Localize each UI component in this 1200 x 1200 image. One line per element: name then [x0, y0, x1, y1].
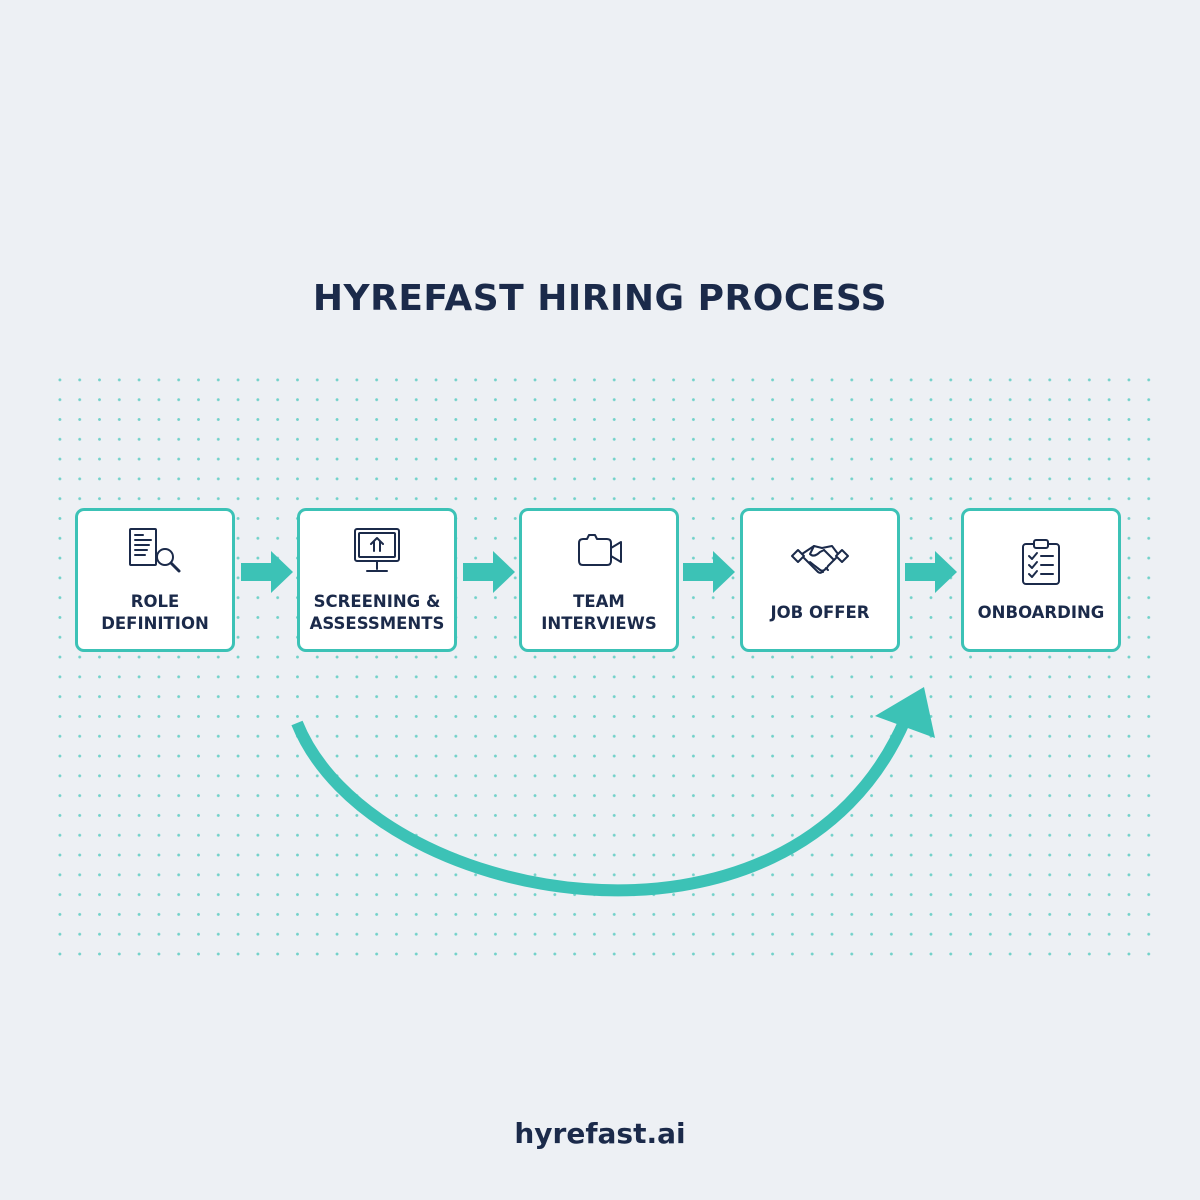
- step-label: TEAM INTERVIEWS: [541, 592, 657, 633]
- monitor-assessment-icon: [354, 528, 400, 572]
- step-label: ONBOARDING: [977, 603, 1105, 622]
- connector-arrow-1: [241, 551, 293, 593]
- step-screening-assessments: SCREENING & ASSESSMENTS: [297, 508, 457, 652]
- connector-arrow-3: [683, 551, 735, 593]
- step-label: JOB OFFER: [770, 603, 870, 622]
- page-title: HYREFAST HIRING PROCESS: [312, 278, 888, 319]
- step-role-definition: ROLE DEFINITION: [75, 508, 235, 652]
- dot-grid-background: [50, 370, 1160, 960]
- footer-brand: hyrefast.ai: [514, 1117, 686, 1150]
- handshake-icon: [791, 545, 849, 574]
- document-search-icon: [129, 528, 181, 573]
- step-label: ROLE DEFINITION: [101, 592, 209, 633]
- connector-arrow-2: [463, 551, 515, 593]
- step-job-offer: JOB OFFER: [740, 508, 900, 652]
- step-onboarding: ONBOARDING: [961, 508, 1121, 652]
- video-camera-icon: [578, 534, 622, 566]
- clipboard-checklist-icon: [1022, 539, 1060, 585]
- step-label: SCREENING & ASSESSMENTS: [309, 592, 445, 633]
- connector-arrow-4: [905, 551, 957, 593]
- step-team-interviews: TEAM INTERVIEWS: [519, 508, 679, 652]
- skip-arc-arrow: [291, 687, 935, 897]
